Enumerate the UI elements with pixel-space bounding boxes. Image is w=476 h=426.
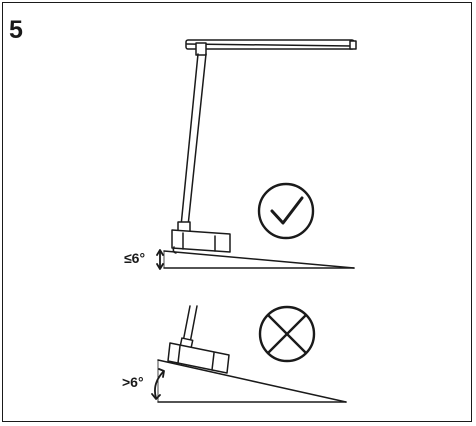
lamp-arm <box>179 305 198 350</box>
angle-arrow-large <box>151 368 165 400</box>
lamp-base <box>171 229 231 254</box>
step-number: 5 <box>9 16 23 44</box>
slope-allowed <box>163 250 355 269</box>
instruction-panel <box>2 2 472 422</box>
slope-not-allowed <box>157 359 347 403</box>
check-circle-icon <box>257 182 315 240</box>
lamp-not-allowed <box>167 305 230 374</box>
angle-limit-allowed-label: ≤6° <box>124 250 146 266</box>
lamp-base <box>167 342 230 374</box>
lamp-allowed <box>171 39 357 254</box>
x-circle-icon <box>258 305 316 363</box>
angle-arrow-small <box>156 249 164 270</box>
angle-limit-exceeded-label: >6° <box>122 374 144 390</box>
lamp-arm <box>177 53 207 233</box>
lamp-head <box>185 39 357 56</box>
